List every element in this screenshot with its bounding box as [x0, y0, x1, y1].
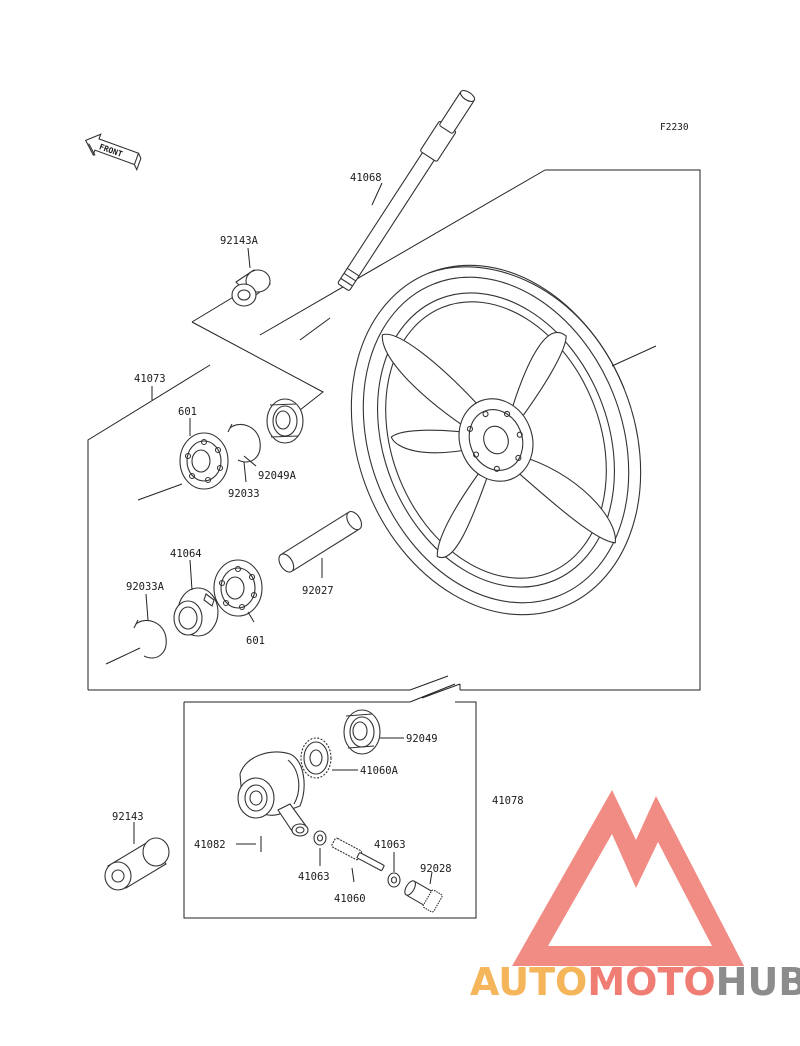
watermark-triangle-icon [512, 790, 744, 966]
front-arrow-icon: FRONT [84, 133, 142, 172]
label-92033: 92033 [228, 488, 260, 500]
washer-41063-left [313, 830, 327, 846]
label-92143: 92143 [112, 811, 144, 823]
watermark-text-moto: MOTO [587, 960, 715, 1004]
label-41060: 41060 [334, 893, 366, 905]
watermark-text: AUTOMOTOHUB [470, 960, 800, 1004]
axis-line-upper [137, 483, 183, 501]
speedometer-assembly-frame [183, 701, 477, 919]
ball-bearing-lower [213, 559, 263, 617]
label-601-upper: 601 [178, 406, 197, 418]
label-41082: 41082 [194, 839, 226, 851]
oil-seal-92049 [343, 709, 381, 755]
label-41063-left: 41063 [298, 871, 330, 883]
figure-code: F2230 [660, 122, 689, 133]
leader-92033 [243, 461, 247, 483]
watermark-text-auto: AUTO [470, 960, 587, 1004]
axle-shaft [337, 89, 476, 291]
leader-92028 [429, 871, 433, 885]
leader-92033a [145, 593, 149, 621]
distance-collar-92027 [278, 510, 363, 573]
ball-bearing-upper [179, 432, 229, 490]
label-92027: 92027 [302, 585, 334, 597]
label-92049: 92049 [406, 733, 438, 745]
watermark-text-hub: HUB [716, 960, 800, 1004]
label-41060a: 41060A [360, 765, 399, 777]
label-41073: 41073 [134, 373, 166, 385]
leader-41064 [189, 559, 193, 591]
circlip-92033a [133, 619, 167, 659]
label-41078: 41078 [492, 795, 524, 807]
leader-41068 [371, 182, 383, 206]
connector-line [409, 683, 456, 703]
bushing-92028 [404, 880, 443, 913]
label-601-lower: 601 [246, 635, 265, 647]
collar-92143a [231, 269, 271, 307]
front-wheel [350, 264, 642, 616]
circlip-92033 [227, 423, 261, 463]
label-92143a: 92143A [220, 235, 259, 247]
wheel-axis-line [611, 345, 657, 367]
washer-41063-right [387, 872, 401, 888]
label-92049a: 92049A [258, 470, 297, 482]
label-41064: 41064 [170, 548, 202, 560]
label-41068: 41068 [350, 172, 382, 184]
label-92033a: 92033A [126, 581, 165, 593]
speedometer-gear-41060a [300, 737, 332, 779]
speedometer-gear-housing [237, 751, 309, 837]
label-41063-right: 41063 [374, 839, 406, 851]
gear-housing-receiver-41064 [173, 587, 219, 637]
leader-601-lower [247, 611, 255, 623]
axis-line-lower [105, 647, 141, 665]
frame-break [409, 675, 461, 699]
leader-41060 [351, 867, 355, 883]
leader-92143a [247, 247, 251, 269]
label-92028: 92028 [420, 863, 452, 875]
speedometer-pinion-41060 [331, 837, 385, 872]
oil-seal-92049a [266, 398, 304, 444]
wheel-assembly-frame [87, 169, 701, 691]
collar-92143 [104, 837, 170, 891]
watermark-logo: AUTOMOTOHUB [470, 790, 800, 1004]
